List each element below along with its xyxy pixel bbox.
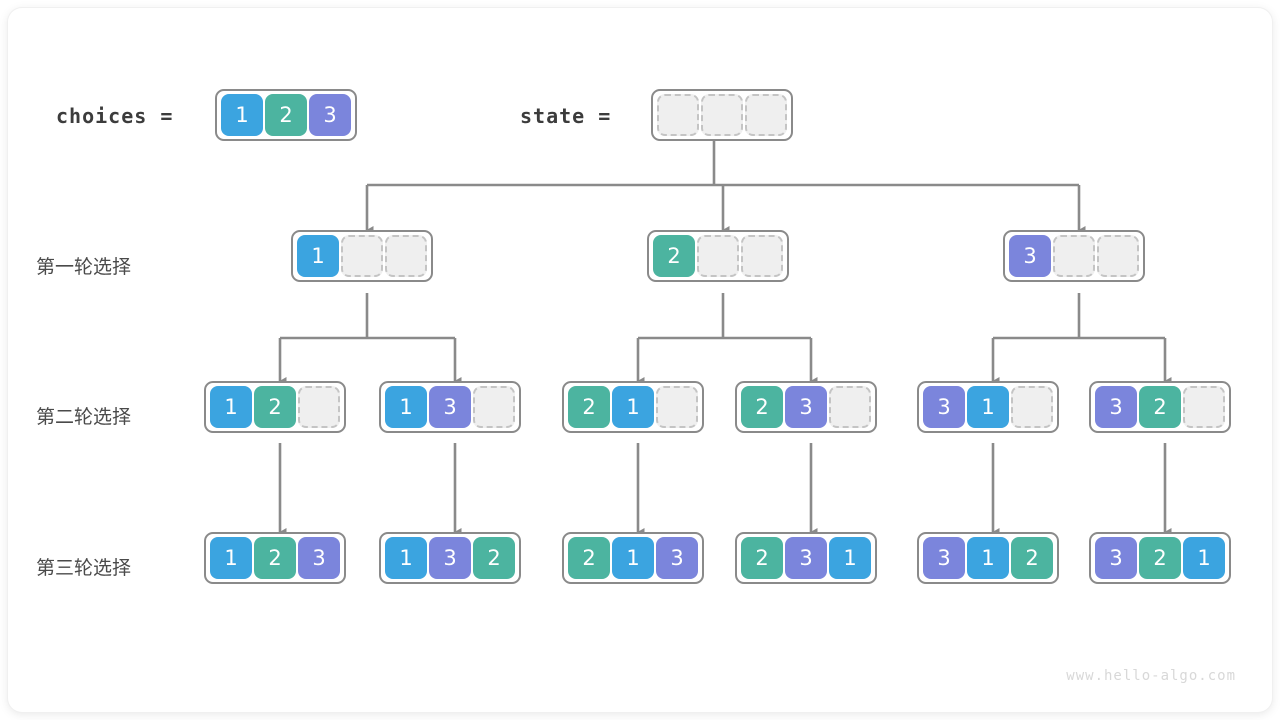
choices-cell-0: 1 — [221, 94, 263, 136]
l3-n3-cell-1: 1 — [612, 537, 654, 579]
choices-cell-2: 3 — [309, 94, 351, 136]
state-cell-2 — [745, 94, 787, 136]
l2-n4-cell-0: 2 — [741, 386, 783, 428]
l3-n2-cell-0: 1 — [385, 537, 427, 579]
l3-n4-cell-1: 3 — [785, 537, 827, 579]
l2-n5-cell-0: 3 — [923, 386, 965, 428]
row-label-round-1: 第一轮选择 — [36, 256, 132, 278]
l1-n3-cell-0: 3 — [1009, 235, 1051, 277]
l3-n1-cell-2: 3 — [298, 537, 340, 579]
l3-n6-cell-2: 1 — [1183, 537, 1225, 579]
l2-n6-cell-0: 3 — [1095, 386, 1137, 428]
choices-label: choices = — [56, 104, 174, 128]
l2-n1-cell-1: 2 — [254, 386, 296, 428]
l2-n5-cell-2 — [1011, 386, 1053, 428]
watermark: www.hello-algo.com — [1066, 668, 1236, 684]
row-label-round-3: 第三轮选择 — [36, 557, 132, 579]
l3-n5-cell-1: 1 — [967, 537, 1009, 579]
l2-n2-cell-2 — [473, 386, 515, 428]
l3-n4-cell-2: 1 — [829, 537, 871, 579]
l1-n2-cell-0: 2 — [653, 235, 695, 277]
state-cell-1 — [701, 94, 743, 136]
l1-n2-cell-1 — [697, 235, 739, 277]
l3-n1-cell-0: 1 — [210, 537, 252, 579]
l3-n4-cell-0: 2 — [741, 537, 783, 579]
row-label-round-2: 第二轮选择 — [36, 406, 132, 428]
l1-n3-cell-1 — [1053, 235, 1095, 277]
l3-n6-cell-1: 2 — [1139, 537, 1181, 579]
l2-n3-cell-2 — [656, 386, 698, 428]
l3-n1-cell-1: 2 — [254, 537, 296, 579]
l2-n5-cell-1: 1 — [967, 386, 1009, 428]
tree-node-l1-1: 1 — [291, 230, 433, 282]
state-array — [651, 89, 793, 141]
l1-n3-cell-2 — [1097, 235, 1139, 277]
l2-n4-cell-2 — [829, 386, 871, 428]
l3-n5-cell-0: 3 — [923, 537, 965, 579]
l3-n6-cell-0: 3 — [1095, 537, 1137, 579]
l1-n2-cell-2 — [741, 235, 783, 277]
l3-n3-cell-2: 3 — [656, 537, 698, 579]
state-cell-0 — [657, 94, 699, 136]
connector-lines — [278, 136, 1172, 536]
l1-n1-cell-2 — [385, 235, 427, 277]
l3-n3-cell-0: 2 — [568, 537, 610, 579]
l3-n2-cell-1: 3 — [429, 537, 471, 579]
l1-n1-cell-0: 1 — [297, 235, 339, 277]
l2-n2-cell-0: 1 — [385, 386, 427, 428]
l2-n2-cell-1: 3 — [429, 386, 471, 428]
l1-n1-cell-1 — [341, 235, 383, 277]
l2-n3-cell-0: 2 — [568, 386, 610, 428]
choices-cell-1: 2 — [265, 94, 307, 136]
state-label: state = — [520, 104, 612, 128]
l2-n1-cell-2 — [298, 386, 340, 428]
l2-n1-cell-0: 1 — [210, 386, 252, 428]
l3-n2-cell-2: 2 — [473, 537, 515, 579]
l2-n4-cell-1: 3 — [785, 386, 827, 428]
tree-node-l1-3: 3 — [1003, 230, 1145, 282]
l3-n5-cell-2: 2 — [1011, 537, 1053, 579]
l2-n6-cell-1: 2 — [1139, 386, 1181, 428]
tree-node-l1-2: 2 — [647, 230, 789, 282]
l2-n6-cell-2 — [1183, 386, 1225, 428]
l2-n3-cell-1: 1 — [612, 386, 654, 428]
